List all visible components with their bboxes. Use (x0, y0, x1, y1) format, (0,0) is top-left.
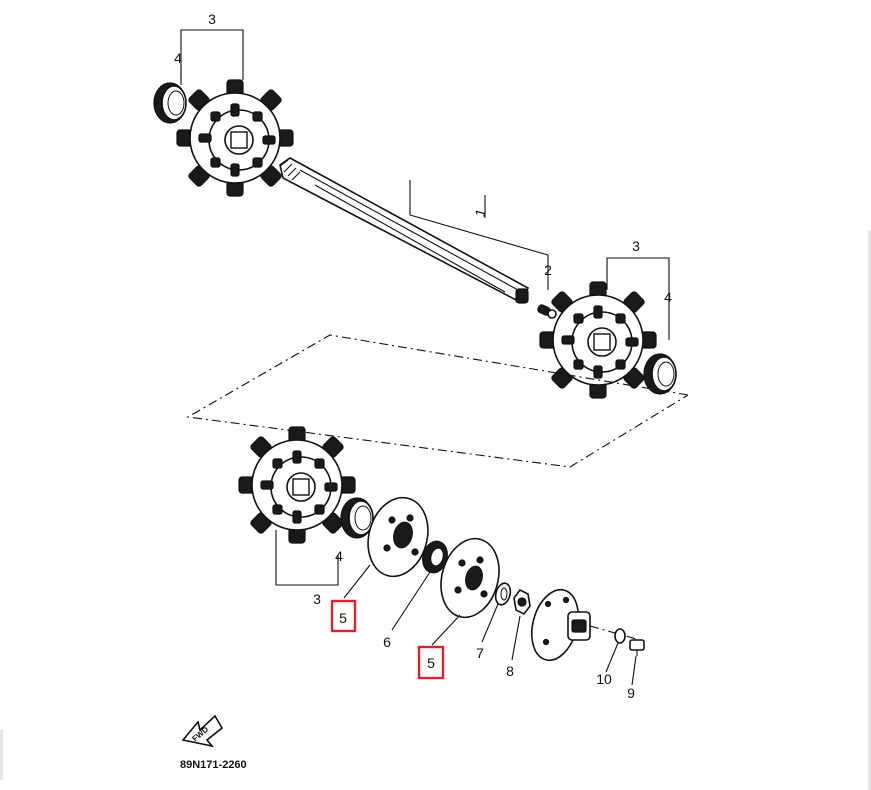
ball-bearing (422, 540, 448, 574)
leader-lines-bottom (275, 530, 637, 686)
hub-flange (530, 588, 591, 662)
label-part-5-left: 5 (339, 610, 347, 626)
label-part-3-bottom: 3 (313, 591, 321, 607)
label-part-1: 1 (471, 207, 489, 219)
bolt (629, 639, 645, 656)
drawing-code: 89N171-2260 (180, 759, 247, 771)
label-part-3-top: 3 (208, 11, 216, 27)
sprocket-top-left (176, 79, 294, 197)
drive-shaft (279, 157, 530, 304)
shaft-pin (537, 304, 557, 319)
right-edge-strip (868, 230, 871, 790)
label-part-4-top: 4 (174, 50, 182, 66)
lock-washer (614, 628, 626, 644)
left-edge-strip (0, 730, 3, 780)
label-part-2: 2 (544, 262, 552, 278)
flange-plate-left (367, 496, 429, 578)
sprocket-top-right (539, 281, 657, 399)
label-part-7: 7 (476, 645, 484, 661)
highlight-box-part-5-right (417, 645, 445, 680)
label-part-5-right: 5 (427, 655, 435, 671)
label-part-10: 10 (596, 671, 612, 687)
hex-nut (513, 588, 531, 616)
label-part-4-right: 4 (664, 289, 672, 305)
forward-direction-arrow-icon: FWD (181, 714, 224, 748)
leader-lines-top (180, 29, 670, 340)
exploded-view-boundary (186, 334, 689, 468)
washer (494, 582, 512, 606)
label-part-3-right: 3 (632, 238, 640, 254)
flange-plate-right (440, 537, 500, 619)
label-part-8: 8 (506, 663, 514, 679)
sprocket-bottom (238, 426, 356, 544)
bearing-ring-bottom (340, 497, 374, 539)
label-part-9: 9 (627, 685, 635, 701)
bearing-ring-top-left (153, 82, 187, 124)
highlight-box-part-5-left (330, 599, 357, 633)
label-part-6: 6 (383, 634, 391, 650)
label-part-4-bottom: 4 (335, 548, 343, 564)
